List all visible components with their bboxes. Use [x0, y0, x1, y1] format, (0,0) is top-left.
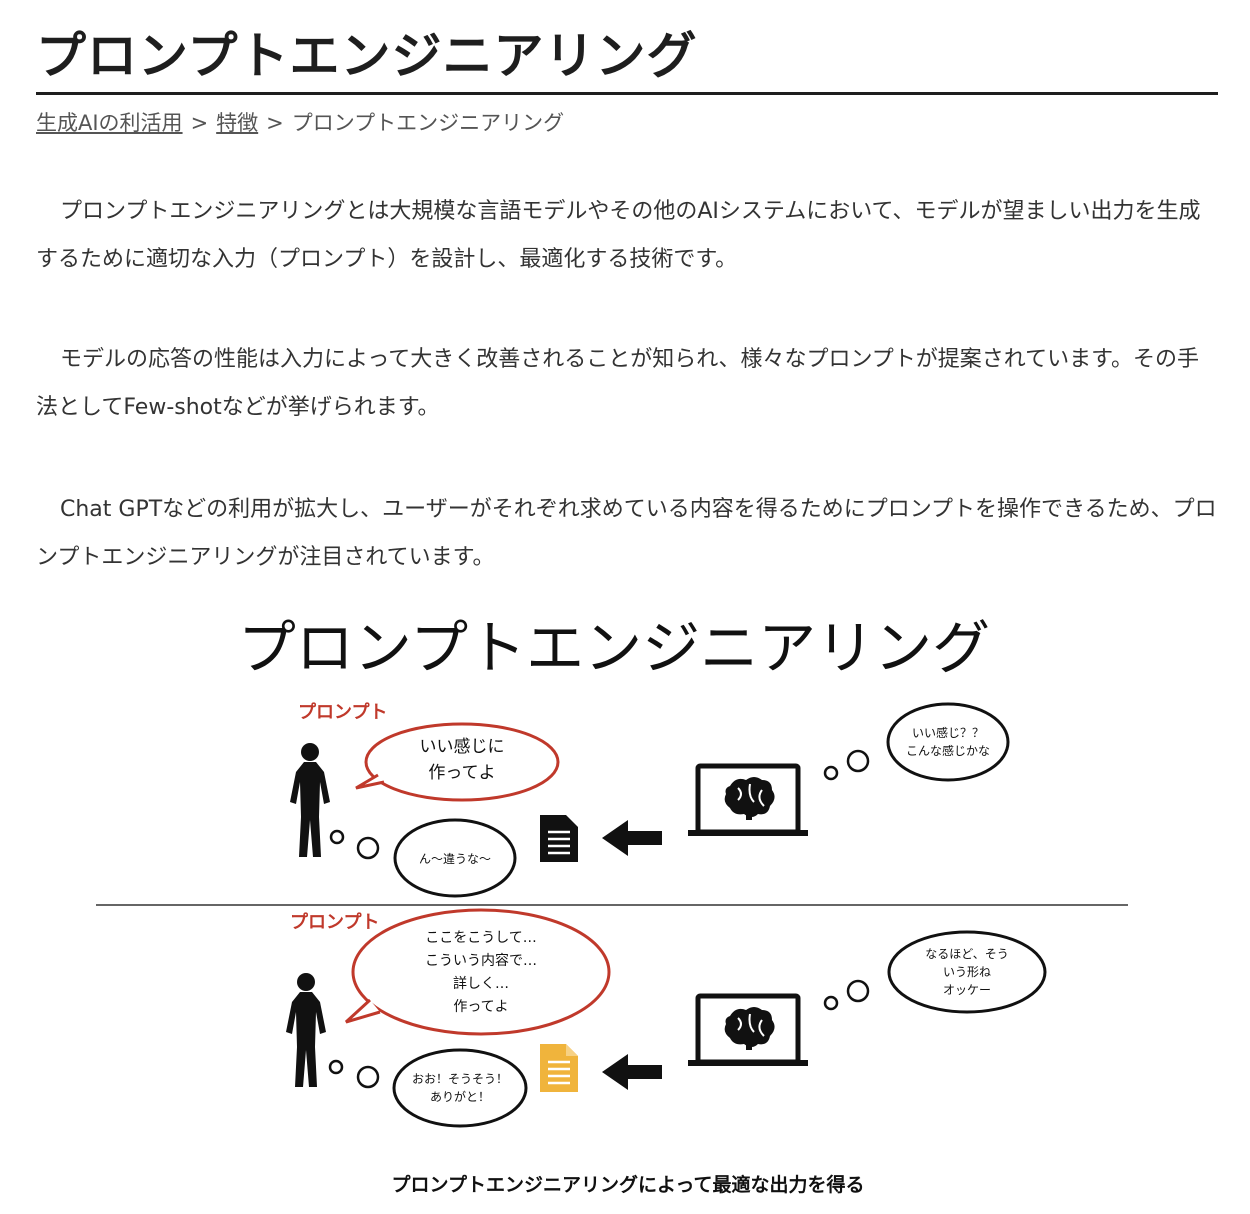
- user-reaction-thought-bubble: ん〜違うな〜: [393, 818, 517, 898]
- figure-heading: プロンプトエンジニアリング: [238, 614, 990, 682]
- prompt-line: 作ってよ: [428, 763, 495, 783]
- ai-laptop-brain-icon: [688, 766, 808, 836]
- thought-dot: [846, 979, 870, 1003]
- scene-vague-prompt: プロンプト いい感じに 作ってよ ん〜違うな〜: [290, 701, 1010, 898]
- user-reaction-line: おお！そうそう！: [412, 1072, 508, 1086]
- prompt-engineering-figure: プロンプトエンジニアリング プロンプト いい感じに 作ってよ ん〜違うな〜: [0, 600, 1250, 1214]
- user-person-icon: [290, 743, 330, 857]
- prompt-speech-bubble: いい感じに 作ってよ: [355, 722, 560, 802]
- thought-dot: [329, 829, 345, 845]
- figure-caption: プロンプトエンジニアリングによって最適な出力を得る: [392, 1173, 865, 1196]
- arrow-left-icon: [602, 820, 662, 856]
- user-reaction-line: ありがと！: [430, 1089, 490, 1104]
- ai-thought-bubble: なるほど、そう いう形ね オッケー: [887, 930, 1047, 1014]
- prompt-line: 詳しく…: [453, 976, 509, 992]
- prompt-speech-bubble: ここをこうして… こういう内容で… 詳しく… 作ってよ: [344, 908, 611, 1036]
- title-divider: [36, 92, 1218, 95]
- breadcrumb-current: プロンプトエンジニアリング: [291, 111, 565, 135]
- ai-laptop-brain-icon: [688, 996, 808, 1066]
- prompt-line: 作ってよ: [453, 999, 508, 1015]
- ai-thought-line: なるほど、そう: [925, 947, 1008, 961]
- prompt-label: プロンプト: [298, 701, 387, 723]
- prompt-line: こういう内容で…: [425, 952, 537, 969]
- breadcrumb-separator: >: [190, 111, 209, 135]
- breadcrumb-separator: >: [266, 111, 284, 135]
- article: プロンプトエンジニアリング 生成AIの利活用>特徴>プロンプトエンジニアリング …: [36, 0, 1218, 570]
- page-title: プロンプトエンジニアリング: [36, 27, 698, 85]
- figure-illustration: プロンプトエンジニアリング プロンプト いい感じに 作ってよ ん〜違うな〜: [96, 614, 1128, 1196]
- breadcrumb: 生成AIの利活用 > 特徴 > プロンプトエンジニアリング: [36, 109, 1218, 137]
- prompt-line: いい感じに: [420, 737, 505, 757]
- breadcrumb-link-features[interactable]: 特徴: [216, 111, 259, 135]
- paragraph-performance: モデルの応答の性能は入力によって大きく改善されることが知られ、様々なプロンプトが…: [36, 347, 1199, 420]
- user-reaction-text: ん〜違うな〜: [419, 852, 491, 866]
- user-person-icon: [286, 973, 326, 1087]
- user-reaction-thought-bubble: おお！そうそう！ ありがと！: [392, 1048, 528, 1128]
- ai-thought-line: いう形ね: [943, 965, 991, 979]
- thought-dot: [356, 1065, 380, 1089]
- ai-thought-line: オッケー: [943, 983, 991, 997]
- document-icon: [540, 1044, 578, 1092]
- document-icon: [540, 815, 578, 862]
- paragraph-attention: Chat GPTなどの利用が拡大し、ユーザーがそれぞれ求めている内容を得るために…: [36, 497, 1217, 570]
- ai-thought-bubble: いい感じ？？ こんな感じかな: [886, 702, 1010, 782]
- thought-dot: [328, 1059, 344, 1075]
- arrow-left-icon: [602, 1054, 662, 1090]
- prompt-label: プロンプト: [290, 911, 379, 933]
- thought-dot: [356, 836, 380, 860]
- prompt-line: ここをこうして…: [425, 930, 537, 946]
- ai-thought-line: こんな感じかな: [906, 743, 990, 758]
- scene-detailed-prompt: プロンプト ここをこうして… こういう内容で… 詳しく… 作ってよ おお！そうそ…: [286, 908, 1047, 1128]
- thought-dot: [823, 995, 839, 1011]
- thought-dot: [846, 749, 870, 773]
- paragraph-definition: プロンプトエンジニアリングとは大規模な言語モデルやその他のAIシステムにおいて、…: [36, 199, 1201, 272]
- ai-thought-line: いい感じ？？: [912, 725, 984, 740]
- breadcrumb-link-ai-usage[interactable]: 生成AIの利活用: [36, 111, 183, 135]
- thought-dot: [823, 765, 839, 781]
